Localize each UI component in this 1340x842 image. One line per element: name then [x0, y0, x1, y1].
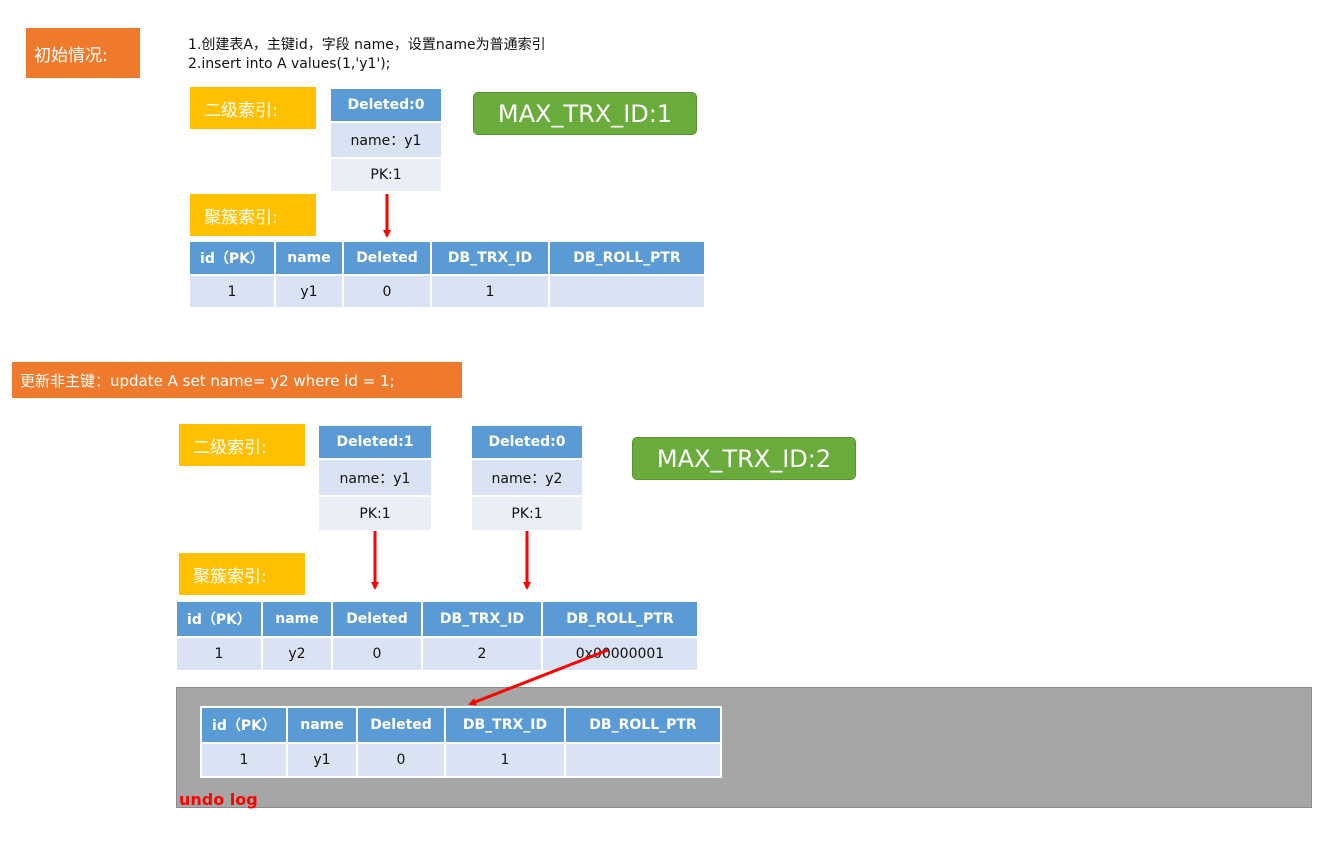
col-header-id: id（PK） — [200, 706, 288, 744]
clustered-index-table: id（PK） name Deleted DB_TRX_ID DB_ROLL_PT… — [188, 240, 706, 309]
col-header-id: id（PK） — [188, 240, 276, 276]
col-header-deleted: Deleted — [356, 706, 446, 744]
secondary-entry-name: name：y1 — [331, 123, 441, 157]
clustered-index-label-2: 聚簇索引: — [179, 553, 305, 595]
cell-deleted: 0 — [356, 742, 446, 778]
col-header-name: name — [274, 240, 344, 276]
max-trx-id-badge-2: MAX_TRX_ID:2 — [632, 437, 856, 480]
cell-id: 1 — [188, 274, 276, 309]
max-trx-id-badge: MAX_TRX_ID:1 — [473, 92, 697, 135]
col-header-db-roll-ptr: DB_ROLL_PTR — [564, 706, 722, 744]
table-row: 1 y1 0 1 — [188, 274, 706, 309]
secondary-entry-old-pk: PK:1 — [319, 497, 431, 530]
col-header-db-roll-ptr: DB_ROLL_PTR — [541, 600, 699, 638]
undo-log-table: id（PK） name Deleted DB_TRX_ID DB_ROLL_PT… — [200, 706, 722, 778]
setup-steps: 1.创建表A，主键id，字段 name，设置name为普通索引 2.insert… — [188, 36, 748, 74]
setup-step-2: 2.insert into A values(1,'y1'); — [188, 56, 391, 72]
table-row: 1 y1 0 1 — [200, 742, 722, 778]
undo-log-label: undo log — [179, 790, 258, 809]
cell-db-trx-id: 1 — [430, 274, 550, 309]
col-header-name: name — [261, 600, 333, 638]
secondary-entry-old-deleted: Deleted:1 — [319, 426, 431, 458]
cell-deleted: 0 — [331, 636, 423, 672]
clustered-index-label: 聚簇索引: — [190, 194, 316, 236]
col-header-deleted: Deleted — [331, 600, 423, 638]
secondary-entry-new-pk: PK:1 — [472, 497, 582, 530]
cell-name: y2 — [261, 636, 333, 672]
cell-db-trx-id: 2 — [421, 636, 543, 672]
secondary-entry-deleted: Deleted:0 — [331, 89, 441, 121]
col-header-db-trx-id: DB_TRX_ID — [421, 600, 543, 638]
cell-db-roll-ptr: 0x00000001 — [541, 636, 699, 672]
initial-state-label: 初始情况: — [26, 28, 140, 78]
cell-id: 1 — [175, 636, 263, 672]
cell-db-roll-ptr — [564, 742, 722, 778]
col-header-db-trx-id: DB_TRX_ID — [444, 706, 566, 744]
col-header-db-trx-id: DB_TRX_ID — [430, 240, 550, 276]
secondary-entry-new-name: name：y2 — [472, 460, 582, 495]
col-header-deleted: Deleted — [342, 240, 432, 276]
cell-name: y1 — [274, 274, 344, 309]
col-header-db-roll-ptr: DB_ROLL_PTR — [548, 240, 706, 276]
cell-id: 1 — [200, 742, 288, 778]
setup-step-1: 1.创建表A，主键id，字段 name，设置name为普通索引 — [188, 37, 546, 53]
clustered-index-table-2: id（PK） name Deleted DB_TRX_ID DB_ROLL_PT… — [175, 600, 699, 672]
table-row: 1 y2 0 2 0x00000001 — [175, 636, 699, 672]
col-header-name: name — [286, 706, 358, 744]
cell-db-trx-id: 1 — [444, 742, 566, 778]
secondary-index-label-2: 二级索引: — [179, 424, 305, 466]
cell-db-roll-ptr — [548, 274, 706, 309]
secondary-entry-new-deleted: Deleted:0 — [472, 426, 582, 458]
cell-deleted: 0 — [342, 274, 432, 309]
update-statement-label: 更新非主键：update A set name= y2 where id = 1… — [12, 362, 462, 398]
col-header-id: id（PK） — [175, 600, 263, 638]
secondary-entry-pk: PK:1 — [331, 159, 441, 191]
secondary-entry-old-name: name：y1 — [319, 460, 431, 495]
cell-name: y1 — [286, 742, 358, 778]
secondary-index-label: 二级索引: — [190, 87, 316, 129]
